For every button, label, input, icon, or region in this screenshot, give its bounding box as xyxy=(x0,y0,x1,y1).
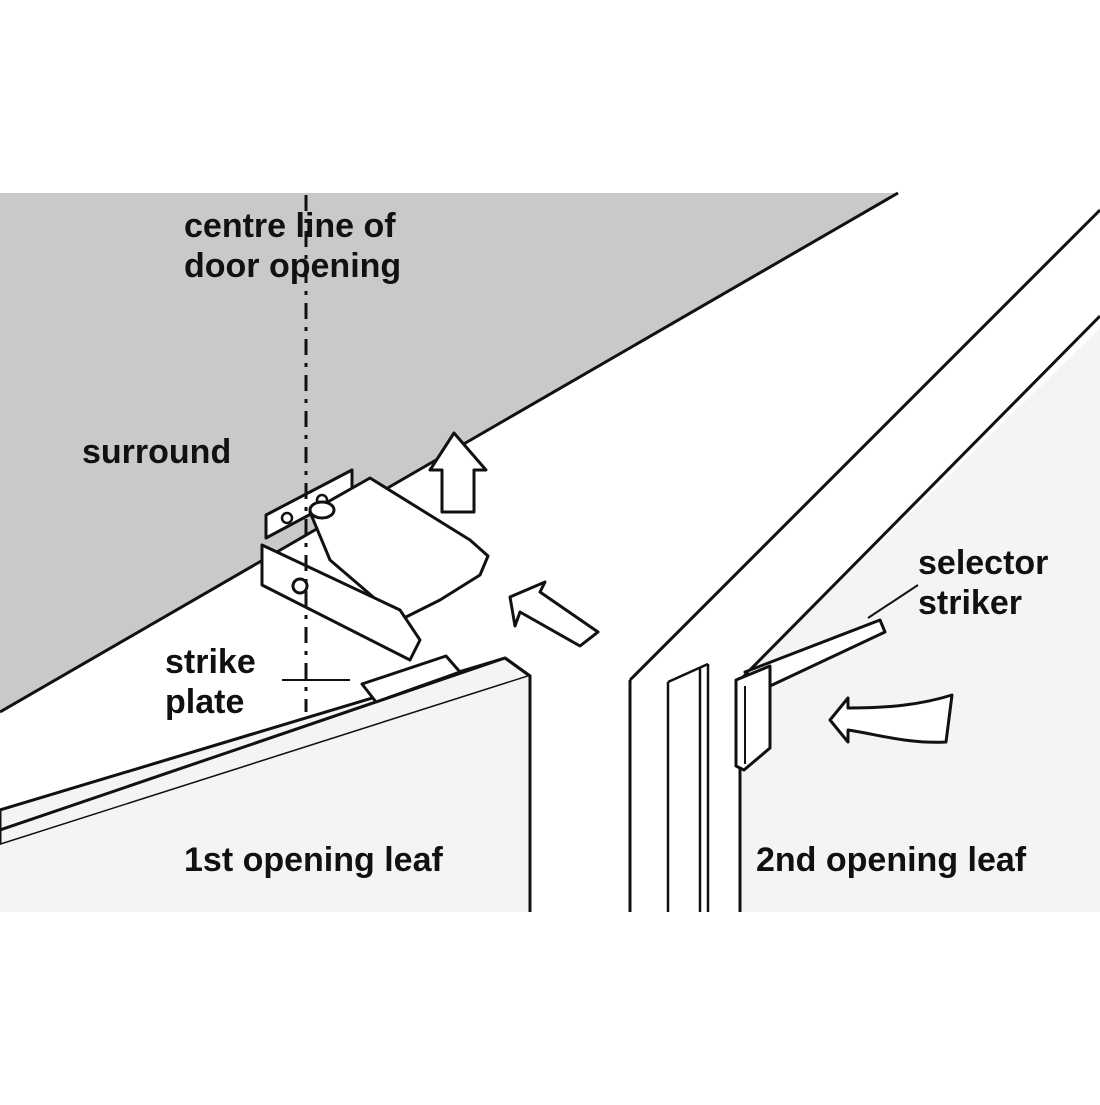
second-leaf-label: 2nd opening leaf xyxy=(756,841,1027,879)
second-leaf-rebate-top xyxy=(667,662,709,684)
first-leaf-face xyxy=(0,676,530,912)
second-leaf xyxy=(628,208,1100,912)
curved-arrow xyxy=(828,693,954,744)
selector-mechanism xyxy=(260,468,490,704)
strike-plate-label: strike plate xyxy=(165,642,256,722)
selector-striker-leader xyxy=(867,584,919,619)
centre-line-label-line1: centre line of xyxy=(184,207,396,245)
selector-striker-label-line2: striker xyxy=(918,584,1022,622)
second-leaf-inner-edge xyxy=(738,314,1100,682)
pivot-screw xyxy=(291,577,309,595)
selector-arm-top xyxy=(308,476,490,622)
first-leaf-edge xyxy=(0,656,532,912)
second-leaf-outer-edge xyxy=(628,208,1100,682)
centre-line-label: centre line of door opening xyxy=(184,206,401,286)
selector-striker-label-line1: selector xyxy=(918,544,1049,582)
left-arrow xyxy=(508,580,600,648)
strike-plate-label-line2: plate xyxy=(165,683,245,721)
strike-plate-label-line1: strike xyxy=(165,643,256,681)
second-leaf-face xyxy=(740,328,1100,912)
first-leaf xyxy=(0,656,532,912)
second-leaf-frame xyxy=(630,210,1100,912)
screw-hole-1 xyxy=(280,511,294,525)
selector-body xyxy=(260,543,422,662)
selector-striker-label: selector striker xyxy=(918,543,1048,623)
up-arrow xyxy=(428,431,488,514)
screw-head xyxy=(308,500,336,520)
first-leaf-label: 1st opening leaf xyxy=(184,841,443,879)
surround-label: surround xyxy=(82,433,232,471)
centre-line-label-line2: door opening xyxy=(184,247,402,285)
strike-plate xyxy=(360,654,462,704)
selector-striker xyxy=(734,618,887,772)
